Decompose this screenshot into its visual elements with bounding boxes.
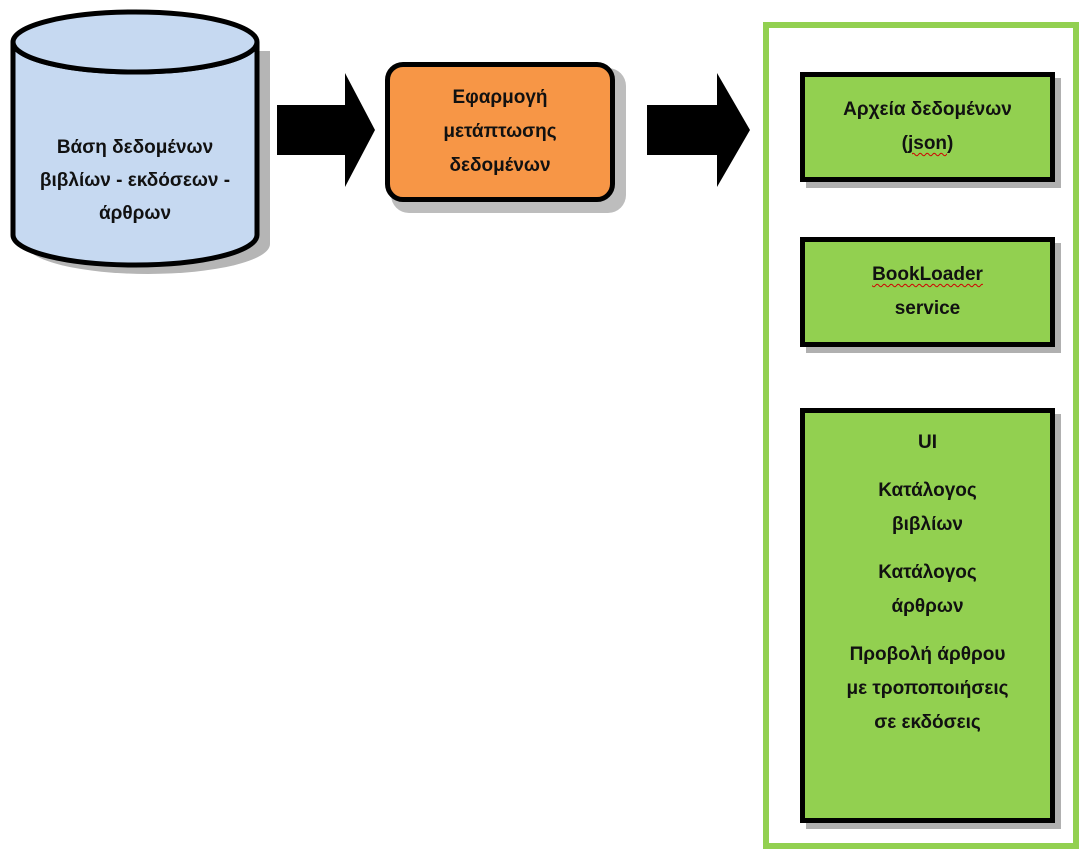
ui-item-line: Κατάλογος bbox=[878, 562, 977, 583]
ui-box bbox=[800, 408, 1055, 823]
bookloader-label: BookLoader service bbox=[800, 237, 1055, 347]
database-label-line: βιβλίων - εκδόσεων - bbox=[39, 169, 231, 191]
json-word: json bbox=[907, 133, 948, 154]
ui-item-line: βιβλίων bbox=[892, 514, 963, 535]
database-label-line: άρθρων bbox=[98, 202, 172, 224]
ui-item-line: άρθρων bbox=[891, 596, 964, 617]
bookloader-box bbox=[800, 237, 1055, 347]
arrow-right-icon bbox=[277, 73, 375, 187]
ui-label: UI Κατάλογος βιβλίων Κατάλογος άρθρων Πρ… bbox=[800, 408, 1055, 823]
data-files-box bbox=[800, 72, 1055, 182]
data-files-label: Αρχεία δεδομένων (json) bbox=[800, 72, 1055, 182]
ui-item-line: σε εκδόσεις bbox=[874, 712, 981, 733]
database-top bbox=[10, 9, 260, 75]
ui-item-line: με τροποποιήσεις bbox=[846, 678, 1009, 699]
migration-app-line: μετάπτωσης bbox=[443, 121, 557, 142]
database-cylinder bbox=[10, 9, 270, 274]
migration-app-line: Εφαρμογή bbox=[452, 87, 548, 108]
database-label-line: Βάση δεδομένων bbox=[56, 136, 214, 158]
ui-item-line: Κατάλογος bbox=[878, 480, 977, 501]
ui-item-line: Προβολή άρθρου bbox=[849, 644, 1006, 665]
migration-app-label: Εφαρμογή μετάπτωσης δεδομένων bbox=[385, 62, 615, 202]
ui-title: UI bbox=[918, 432, 937, 453]
bookloader-line: BookLoader bbox=[872, 264, 983, 285]
arrow-right-icon bbox=[647, 73, 750, 187]
data-files-line: Αρχεία δεδομένων bbox=[843, 99, 1012, 120]
bookloader-line: service bbox=[894, 298, 961, 319]
migration-app-box bbox=[385, 62, 615, 202]
database-label: Βάση δεδομένων βιβλίων - εκδόσεων - άρθρ… bbox=[30, 100, 240, 260]
data-files-line: (json) bbox=[901, 133, 954, 154]
migration-app-line: δεδομένων bbox=[449, 155, 551, 176]
